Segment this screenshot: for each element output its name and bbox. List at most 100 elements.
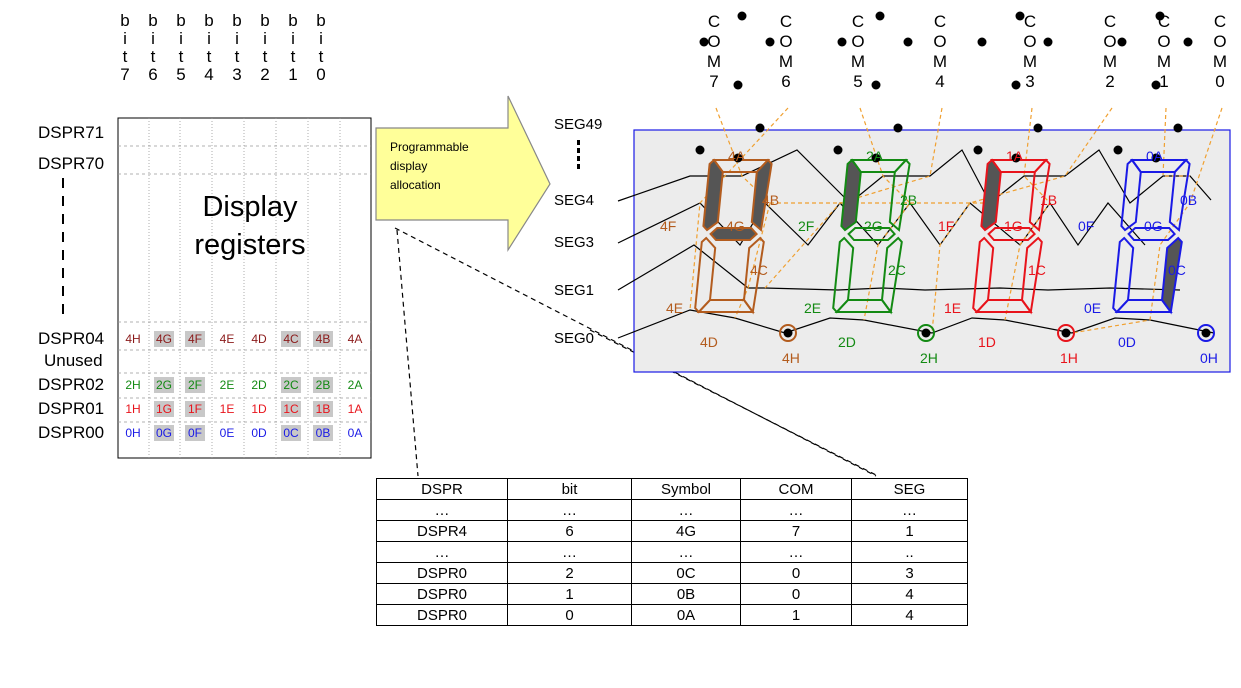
- segment-h: [1197, 324, 1215, 342]
- connection-dot: [875, 11, 885, 21]
- cell: 0: [740, 562, 852, 584]
- segment-label-2b: 2B: [900, 192, 918, 208]
- header-seg: SEG: [851, 478, 968, 500]
- connection-dot: [1173, 123, 1183, 133]
- bit-header-5: b i t 5: [176, 11, 186, 84]
- segment-label-0e: 0E: [1084, 300, 1102, 316]
- segment-label-0f: 0F: [1078, 218, 1095, 234]
- cell: 4: [851, 604, 968, 626]
- segment-label-4a: 4A: [728, 148, 746, 164]
- label-dspr01: DSPR01: [38, 399, 105, 418]
- register-cell-2e: 2E: [219, 378, 235, 392]
- label-dspr04: DSPR04: [38, 329, 105, 348]
- com-header-6: C O M 6: [778, 12, 794, 91]
- connection-dot: [737, 11, 747, 21]
- display-registers-line1: Display: [202, 191, 298, 223]
- register-cell-4f: 4F: [185, 331, 205, 347]
- segment-label-1a: 1A: [1006, 148, 1024, 164]
- register-cell-0e: 0E: [219, 426, 235, 440]
- cell: …: [376, 499, 508, 521]
- register-cell-1h: 1H: [125, 402, 141, 416]
- cell: …: [631, 541, 741, 563]
- label-unused: Unused: [44, 351, 103, 370]
- segment-h: [1057, 324, 1075, 342]
- segment-label-0g: 0G: [1144, 218, 1163, 234]
- segment-e: [832, 236, 855, 314]
- bit-header-0: b i t 0: [316, 11, 326, 84]
- seg4-label: SEG4: [554, 192, 595, 209]
- segment-label-0h: 0H: [1200, 350, 1218, 366]
- arrow-line1: Programmable: [390, 140, 469, 154]
- connection-dot: [1151, 153, 1161, 163]
- com-header-4: C O M 4: [932, 12, 948, 91]
- connection-dot: [1155, 11, 1165, 21]
- connection-dot: [871, 153, 881, 163]
- cell: 7: [740, 520, 852, 542]
- cell: …: [507, 541, 632, 563]
- segment-label-2e: 2E: [804, 300, 822, 316]
- label-dspr02: DSPR02: [38, 375, 105, 394]
- register-cell-0a: 0A: [347, 426, 363, 440]
- register-cell-4g: 4G: [154, 331, 174, 347]
- table-header-row: DSPR bit Symbol COM SEG: [376, 478, 968, 500]
- connection-dot: [783, 328, 793, 338]
- bit-header-6: b i t 6: [148, 11, 158, 84]
- register-cell-4a: 4A: [347, 332, 363, 346]
- register-cell-0f: 0F: [185, 425, 205, 441]
- register-cell-0h: 0H: [125, 426, 141, 440]
- connection-dot: [699, 37, 709, 47]
- cell: …: [631, 499, 741, 521]
- segment-e: [972, 236, 995, 314]
- cell: 0B: [631, 583, 741, 605]
- segment-label-4b: 4B: [762, 192, 780, 208]
- connection-dot: [755, 123, 765, 133]
- segment-f: [980, 158, 1002, 232]
- cell: 2: [507, 562, 632, 584]
- bit-header-3: b i t 3: [232, 11, 242, 84]
- segment-label-4f: 4F: [660, 218, 677, 234]
- cell: …: [740, 499, 852, 521]
- segment-h: [917, 324, 935, 342]
- register-cell-2c: 2C: [281, 377, 301, 393]
- segment-f: [702, 158, 724, 232]
- com-header-2: C O M 2: [1102, 12, 1118, 91]
- connection-dot: [1151, 80, 1161, 90]
- seg3-label: SEG3: [554, 234, 595, 251]
- seg1-label: SEG1: [554, 282, 595, 299]
- cell: …: [376, 541, 508, 563]
- com-header-0: C O M 0: [1212, 12, 1228, 91]
- segment-label-0b: 0B: [1180, 192, 1198, 208]
- segment-h: [779, 324, 797, 342]
- seg-ellipsis: [577, 140, 580, 169]
- segment-f: [840, 158, 862, 232]
- com-header-3: C O M 3: [1022, 12, 1038, 91]
- header-bit: bit: [507, 478, 632, 500]
- register-cell-1e: 1E: [219, 402, 235, 416]
- segment-label-1b: 1B: [1040, 192, 1058, 208]
- bit-header-1: b i t 1: [288, 11, 298, 84]
- header-com: COM: [740, 478, 852, 500]
- segment-b: [1168, 158, 1191, 232]
- register-cell-4c: 4C: [281, 331, 301, 347]
- cell: 0: [507, 604, 632, 626]
- connection-dot: [765, 37, 775, 47]
- connection-dot: [1033, 123, 1043, 133]
- cell: 0: [740, 583, 852, 605]
- connection-dot: [1043, 37, 1053, 47]
- label-dspr00: DSPR00: [38, 423, 105, 442]
- register-cell-1b: 1B: [313, 401, 333, 417]
- register-cell-1a: 1A: [347, 402, 363, 416]
- cell: DSPR0: [376, 562, 508, 584]
- register-cell-2d: 2D: [251, 378, 267, 392]
- connection-dot: [733, 153, 743, 163]
- register-cell-4b: 4B: [313, 331, 333, 347]
- segment-g: [847, 227, 897, 241]
- table-row: ……………: [376, 499, 968, 521]
- register-cell-4h: 4H: [125, 332, 141, 346]
- segment-label-1e: 1E: [944, 300, 962, 316]
- register-cell-2h: 2H: [125, 378, 141, 392]
- segment-f: [1120, 158, 1142, 232]
- segment-label-2c: 2C: [888, 262, 906, 278]
